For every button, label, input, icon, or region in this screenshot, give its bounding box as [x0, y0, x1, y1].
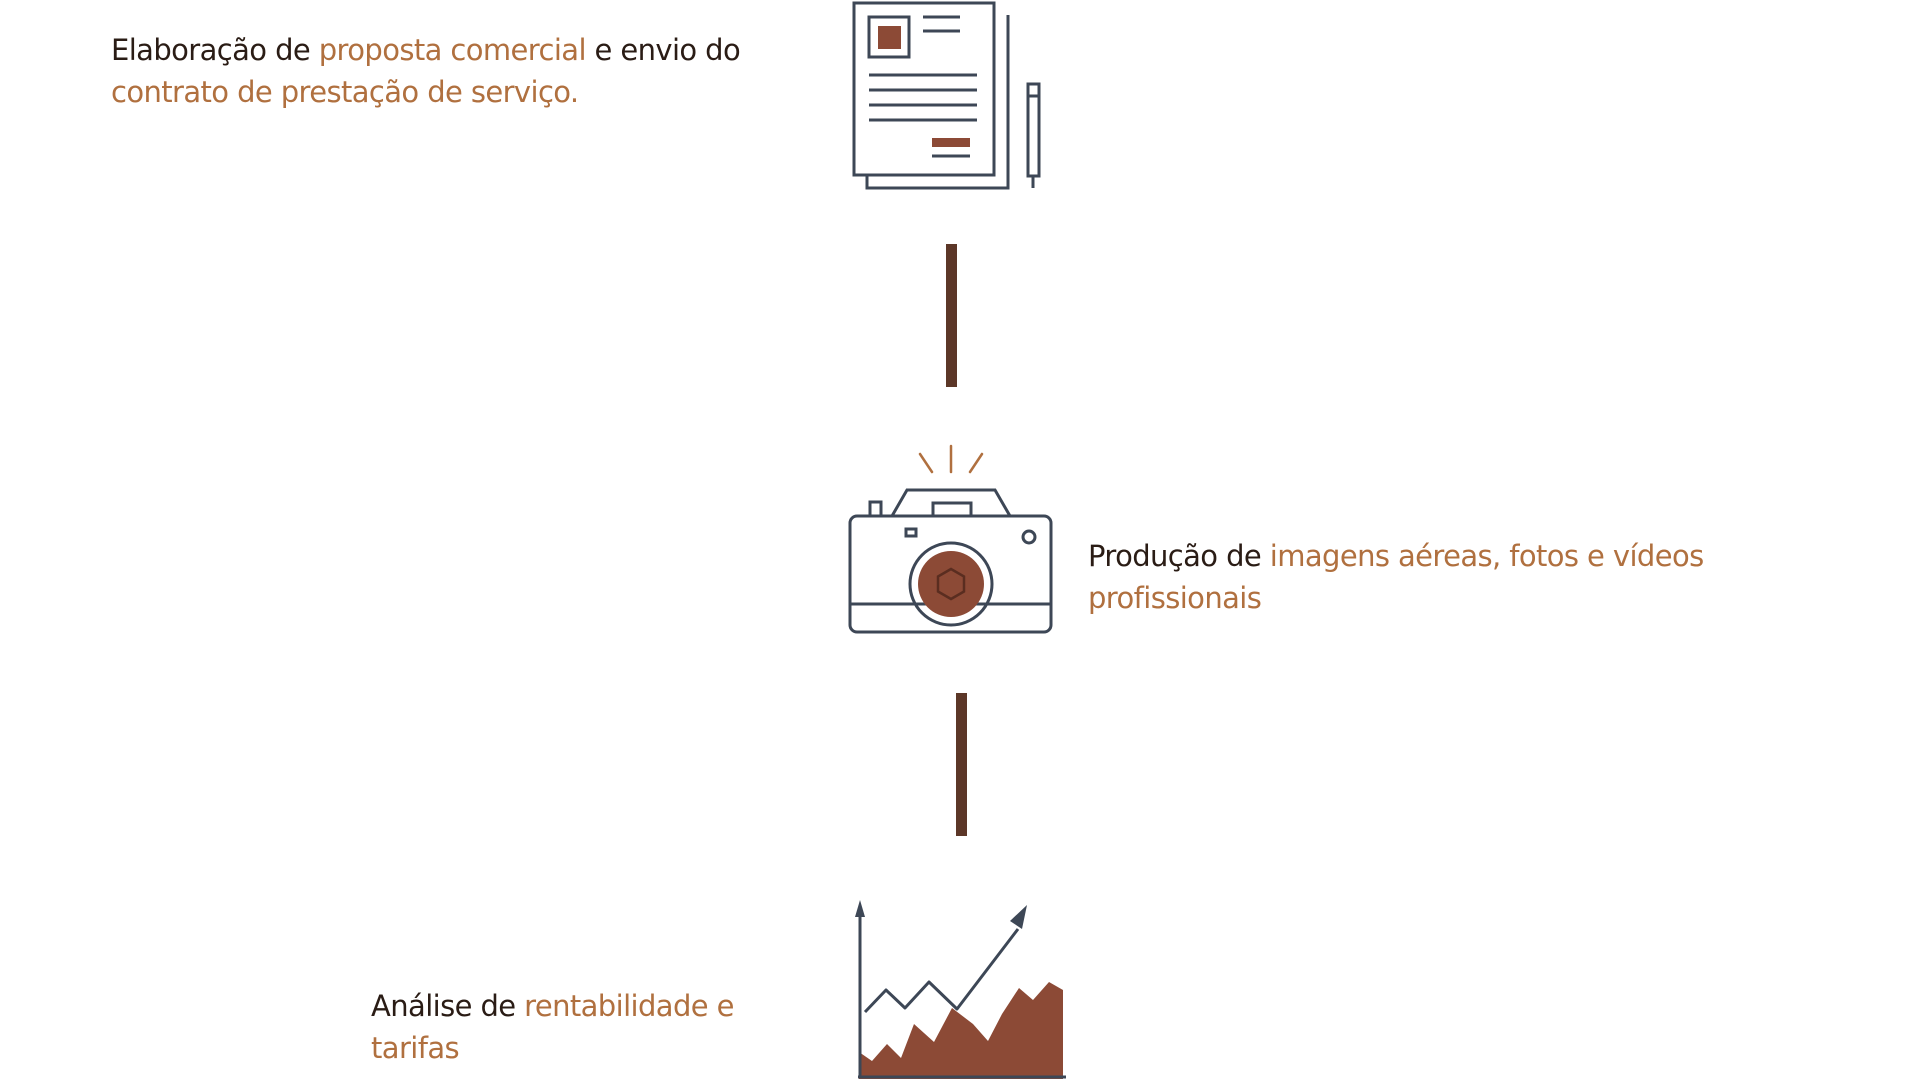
growth-chart-icon — [855, 900, 1066, 1079]
step-1-text: Elaboração de — [111, 33, 319, 67]
step-2-text: Produção de — [1088, 539, 1270, 573]
camera-icon — [848, 444, 1053, 634]
step-3-text: Análise de — [371, 989, 525, 1023]
step-1-highlight-proposal: proposta comercial — [318, 33, 587, 67]
step-2-description: Produção de imagens aéreas, fotos e víde… — [1088, 535, 1708, 619]
timeline-connector — [956, 693, 967, 836]
contract-document-icon — [852, 1, 1041, 190]
step-3-highlight: rentabilidade e tarifas — [371, 989, 734, 1065]
step-3-description: Análise de rentabilidade e tarifas — [371, 985, 811, 1069]
step-2-highlight: imagens aéreas, fotos e vídeos profissio… — [1088, 539, 1704, 615]
timeline-connector — [946, 244, 957, 387]
step-1-text-2: e envio do — [585, 33, 741, 67]
step-1-highlight-contract: contrato de prestação de serviço. — [111, 75, 579, 109]
step-1-description: Elaboração de proposta comercial e envio… — [111, 29, 856, 113]
